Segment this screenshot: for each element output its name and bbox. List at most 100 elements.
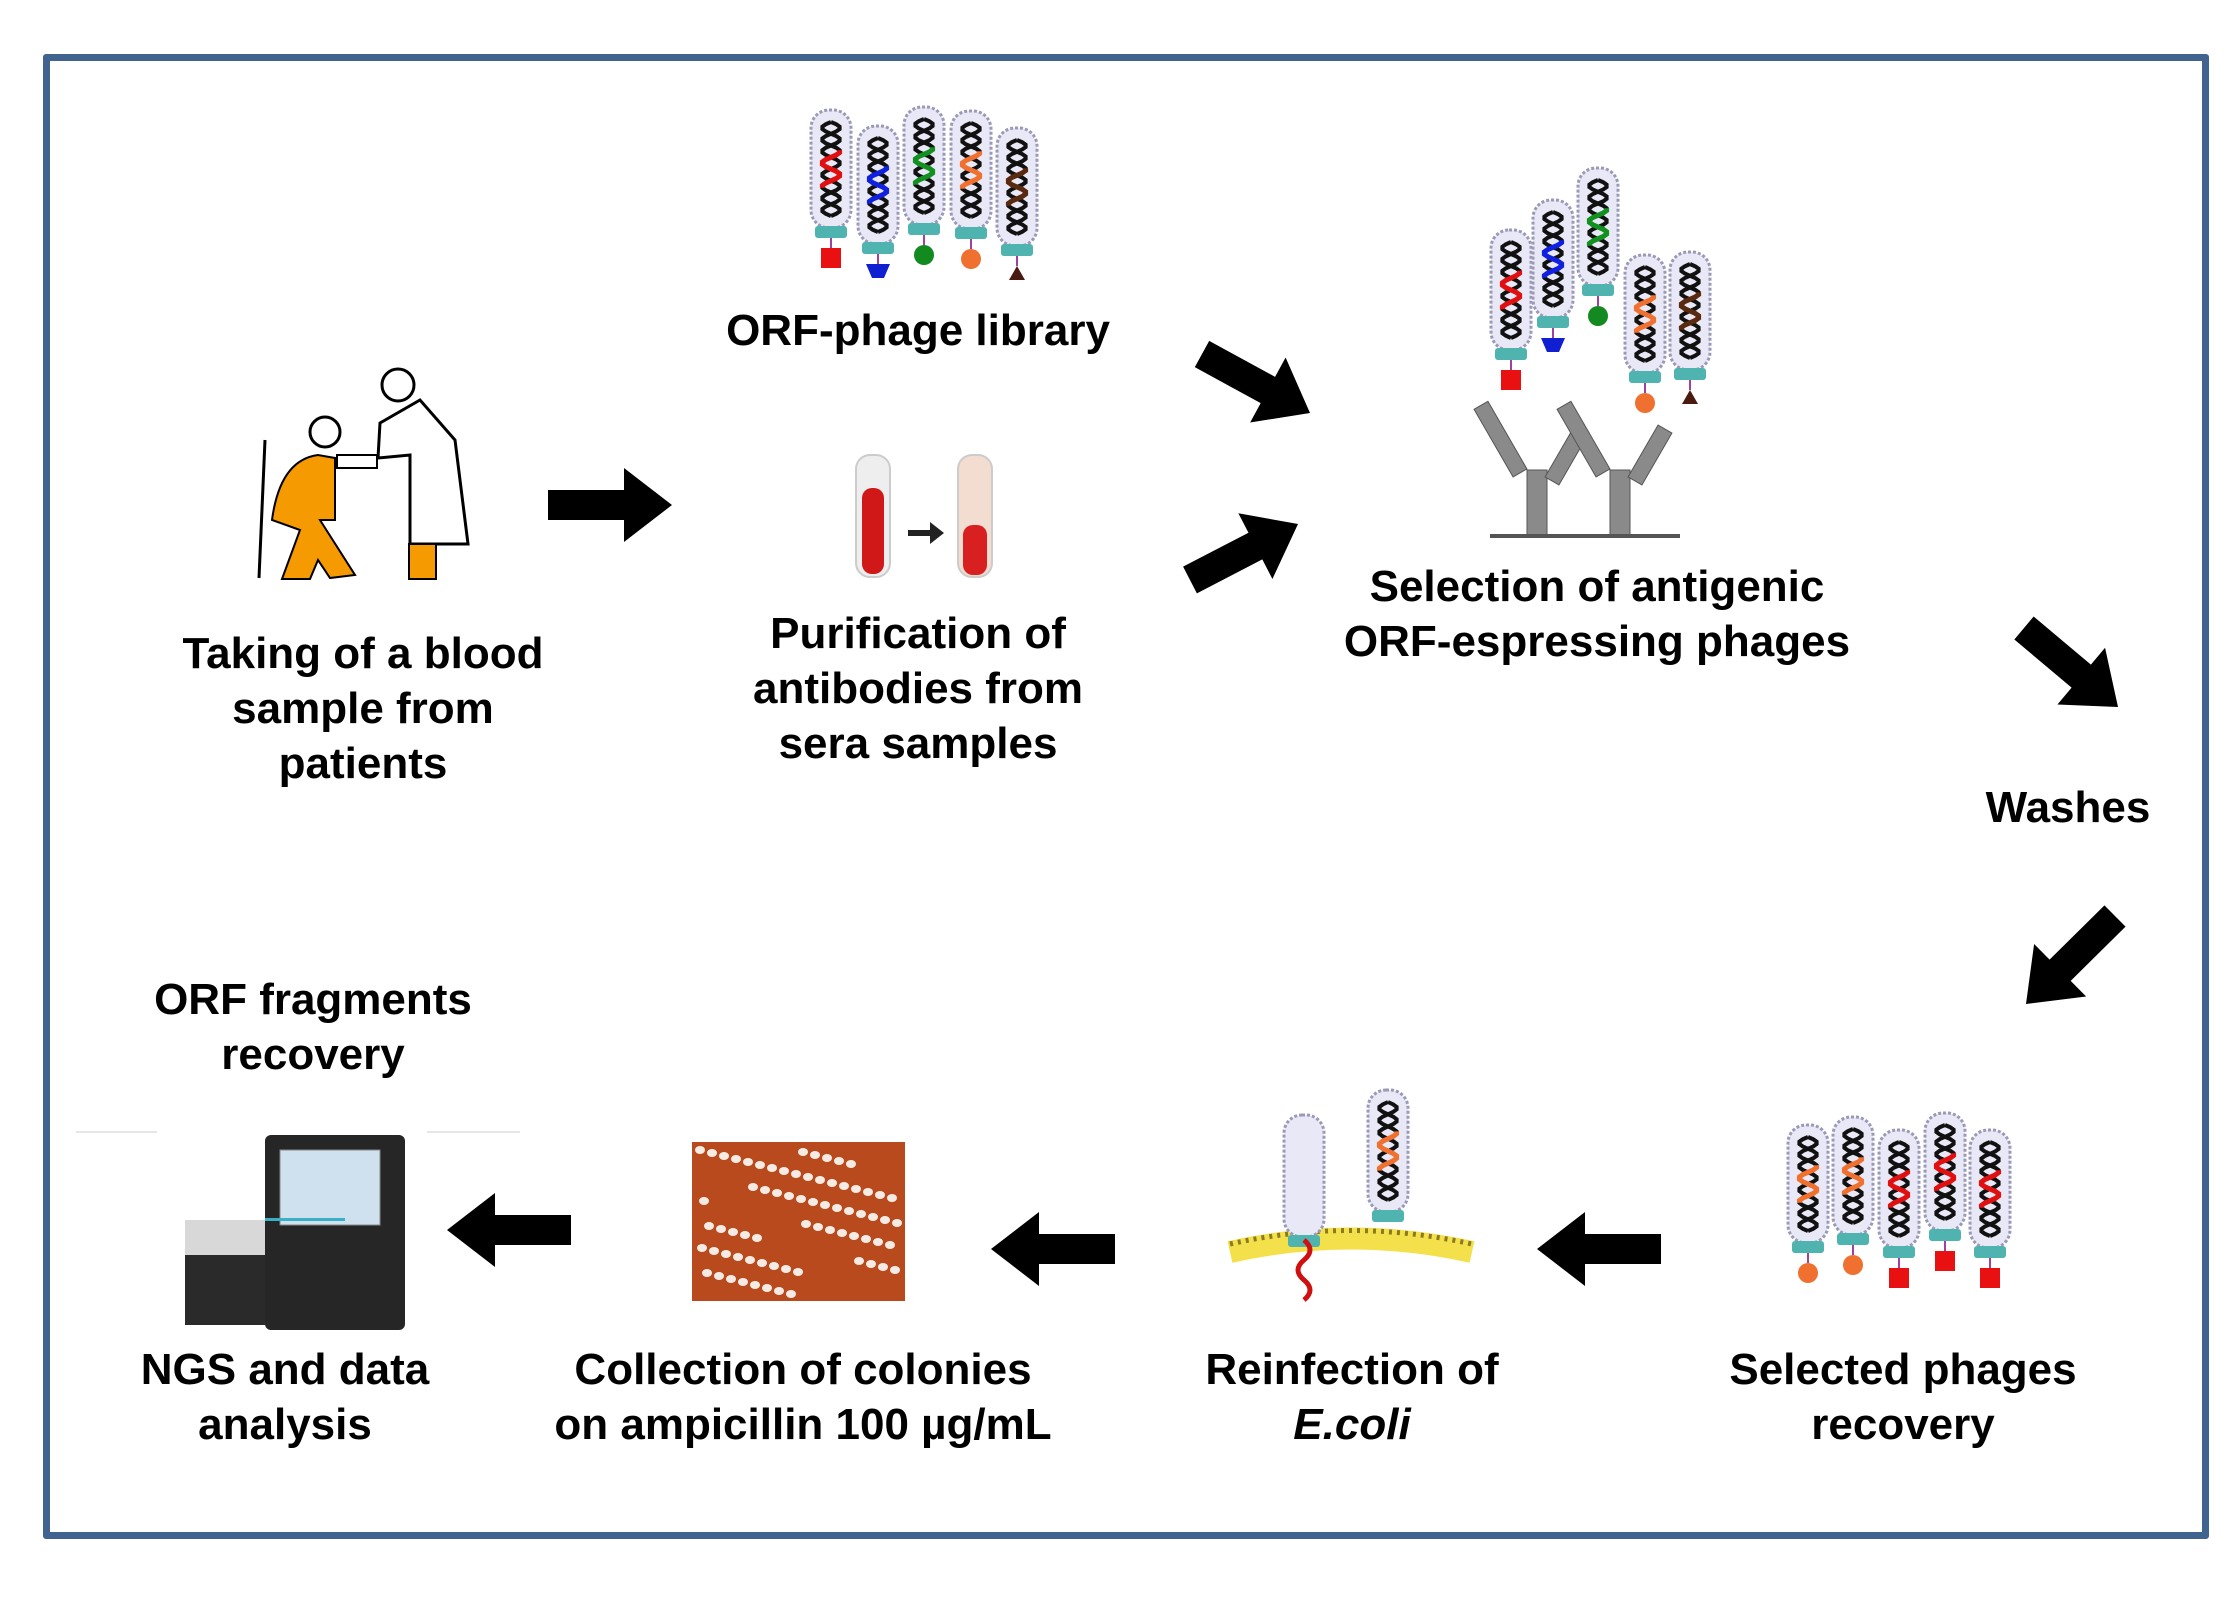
antibody-icon — [1556, 400, 1673, 536]
label-line: patients — [278, 739, 448, 788]
label-line: E.coli — [1293, 1400, 1411, 1449]
arrow-icon — [548, 468, 672, 542]
phage-icon — [1531, 198, 1575, 352]
antigen-square — [821, 248, 841, 268]
phage-base — [1837, 1233, 1869, 1245]
antigen-triangle — [1682, 390, 1698, 404]
label-orf-fragments-recovery: ORF fragments recovery — [154, 972, 472, 1082]
phage-icon — [1489, 228, 1533, 390]
orf-insert — [1499, 270, 1523, 310]
colony — [745, 1256, 755, 1264]
arrow-icon — [2026, 905, 2126, 1005]
doctor-coat — [376, 398, 470, 546]
antigen-square — [1935, 1251, 1955, 1271]
injected-dna — [1295, 1238, 1313, 1302]
colony — [832, 1204, 842, 1212]
colony — [880, 1216, 890, 1224]
colony — [892, 1219, 902, 1227]
antibody-stem — [1526, 469, 1548, 536]
colony — [721, 1250, 731, 1258]
label-line: Selected phages — [1729, 1345, 2077, 1394]
orf-insert — [866, 166, 890, 204]
label-line: NGS and data — [140, 1345, 430, 1394]
orf-insert — [1005, 168, 1029, 206]
colony — [699, 1197, 709, 1205]
phage-icon — [1923, 1111, 1967, 1271]
label-line: ORF-phage library — [726, 306, 1110, 355]
label-ngs: NGS and data analysis — [141, 1342, 430, 1452]
colony — [769, 1262, 779, 1270]
orf-insert — [1933, 1153, 1957, 1191]
phage-base — [908, 223, 940, 235]
phage-icon — [1282, 1113, 1326, 1247]
colony — [740, 1231, 750, 1239]
colony — [803, 1173, 813, 1181]
orf-insert — [1376, 1131, 1400, 1171]
colony — [822, 1154, 832, 1162]
colony — [796, 1195, 806, 1203]
colony — [731, 1155, 741, 1163]
status-light — [265, 1218, 345, 1221]
antigen-square — [1501, 370, 1521, 390]
antibody-stem — [1609, 469, 1631, 536]
colony — [873, 1238, 883, 1246]
phage-icon — [1831, 1115, 1875, 1275]
antibody-selection-icon — [1473, 166, 1712, 538]
sequencer-screen — [279, 1149, 381, 1226]
antigen-square — [1889, 1268, 1909, 1288]
colony — [743, 1158, 753, 1166]
patient-body — [270, 453, 357, 580]
antigen-circle — [961, 249, 981, 269]
phage-icon — [1576, 166, 1620, 326]
blood — [862, 488, 884, 574]
colony — [707, 1149, 717, 1157]
colony — [798, 1148, 808, 1156]
agar-plate — [692, 1142, 905, 1301]
arrow-shape — [1194, 340, 1311, 423]
colony — [854, 1257, 864, 1265]
doctor-head — [380, 367, 416, 403]
colony — [875, 1191, 885, 1199]
label-line: Purification of — [770, 609, 1066, 658]
colony — [861, 1235, 871, 1243]
label-line: ORF fragments — [154, 975, 472, 1024]
phage-base — [1001, 244, 1033, 256]
bacterial-membrane — [1227, 1227, 1475, 1263]
orf-insert — [1978, 1170, 2002, 1208]
arrow-icon — [1194, 340, 1311, 423]
phage-base — [1372, 1210, 1404, 1222]
colony — [716, 1225, 726, 1233]
colony — [791, 1170, 801, 1178]
colony — [786, 1290, 796, 1298]
arrow-icon — [447, 1193, 571, 1267]
phage-icon — [1668, 250, 1712, 404]
phage-base — [1629, 371, 1661, 383]
label-line: on ampicillin 100 µg/mL — [554, 1400, 1052, 1449]
colony — [815, 1176, 825, 1184]
colony — [750, 1281, 760, 1289]
label-line: recovery — [1811, 1400, 1995, 1449]
colony — [779, 1167, 789, 1175]
colony — [887, 1194, 897, 1202]
label-line: ORF-espressing phages — [1343, 617, 1851, 666]
label-line: sera samples — [778, 719, 1058, 768]
colony — [839, 1182, 849, 1190]
arrow-shape — [2026, 905, 2126, 1005]
label-line: Selection of antigenic — [1369, 562, 1825, 611]
colony — [697, 1244, 707, 1252]
phage-base — [1883, 1246, 1915, 1258]
antibody-arm — [1627, 424, 1673, 486]
phage-icon — [809, 108, 853, 268]
antigen-circle — [914, 245, 934, 265]
label-blood-sample: Taking of a blood sample from patients — [183, 626, 544, 791]
colony — [846, 1160, 856, 1168]
membrane-heads — [1229, 1228, 1473, 1247]
diagram-frame — [43, 54, 2209, 1539]
label-reinfection: Reinfection of E.coli — [1205, 1342, 1498, 1452]
phage-library-icon — [809, 105, 1039, 280]
orf-insert — [1887, 1170, 1911, 1208]
selected-phages-icon — [1786, 1111, 2012, 1288]
label-line: Reinfection of — [1205, 1345, 1499, 1394]
